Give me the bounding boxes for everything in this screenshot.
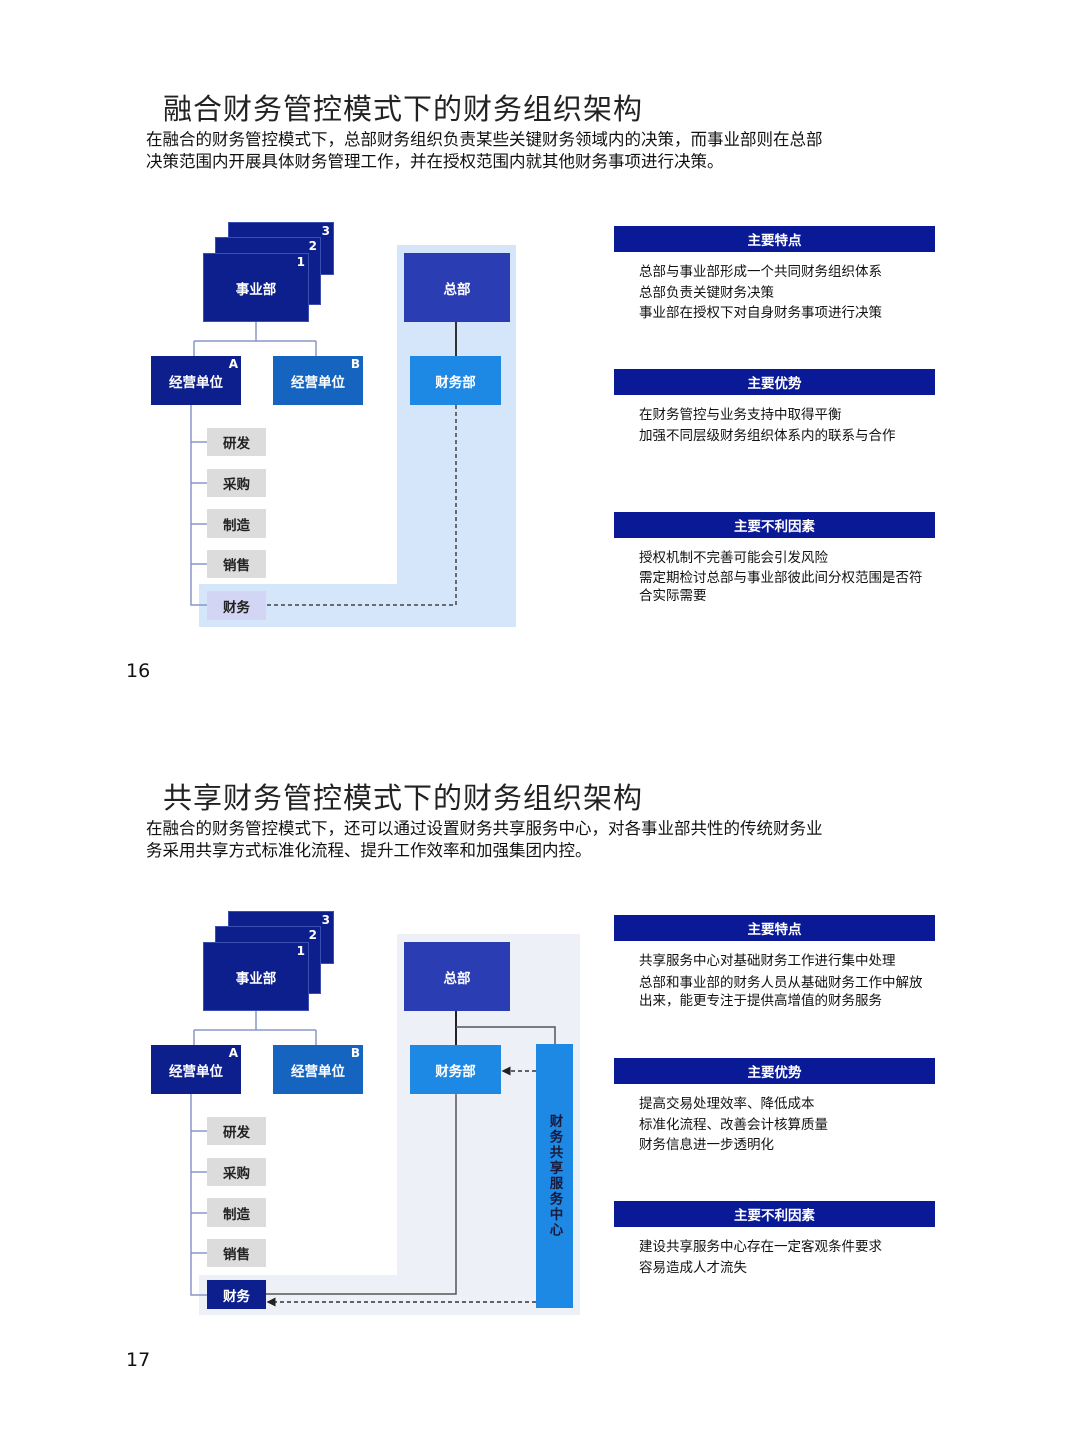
unit-tag: A — [228, 1046, 238, 1060]
panel-header-features: 主要特点 — [614, 226, 935, 252]
panel-line: 授权机制不完善可能会引发风险 — [639, 550, 828, 566]
finance-dept-label: 财务部 — [435, 1063, 476, 1080]
unit-b: B 经营单位 — [273, 356, 363, 405]
unit-tag: B — [350, 357, 360, 371]
panel-header-advantages: 主要优势 — [614, 1058, 935, 1084]
panel-features: 共享服务中心对基础财务工作进行集中处理 总部和事业部的财务人员从基础财务工作中解… — [639, 951, 924, 1010]
panel-line: 总部负责关键财务决策 — [639, 284, 774, 301]
panel-line: 标准化流程、改善会计核算质量 — [639, 1116, 828, 1133]
function-procurement: 采购 — [207, 469, 266, 497]
card-number: 1 — [296, 255, 305, 269]
panel-line: 加强不同层级财务组织体系内的联系与合作 — [639, 427, 896, 444]
unit-label: 经营单位 — [291, 374, 345, 391]
panel-line: 提高交易处理效率、降低成本 — [639, 1096, 815, 1112]
panel-advantages: 提高交易处理效率、降低成本 标准化流程、改善会计核算质量 财务信息进一步透明化 — [639, 1094, 924, 1156]
page-number: 17 — [126, 1349, 151, 1371]
slide-17: 共享财务管控模式下的财务组织架构 在融合的财务管控模式下，还可以通过设置财务共享… — [0, 689, 1080, 1378]
panel-line: 建设共享服务中心存在一定客观条件要求 — [639, 1239, 882, 1255]
division-label: 事业部 — [235, 281, 277, 298]
shared-center-label: 财务共享服务中心 — [546, 1114, 563, 1238]
hq-label: 总部 — [443, 970, 471, 987]
unit-tag: A — [228, 357, 238, 371]
function-sales: 销售 — [207, 1239, 266, 1267]
unit-tag: B — [350, 1046, 360, 1060]
panel-advantages: 在财务管控与业务支持中取得平衡 加强不同层级财务组织体系内的联系与合作 — [639, 405, 924, 446]
function-rd: 研发 — [207, 428, 266, 456]
shared-service-center: 财务共享服务中心 — [536, 1044, 573, 1308]
unit-b: B 经营单位 — [273, 1045, 363, 1094]
card-number: 2 — [308, 239, 317, 253]
function-procurement: 采购 — [207, 1158, 266, 1186]
hq-label: 总部 — [443, 281, 471, 298]
panel-disadvantages: 授权机制不完善可能会引发风险 需定期检讨总部与事业部彼此间分权范围是否符合实际需… — [639, 548, 924, 605]
card-number: 3 — [321, 224, 330, 238]
slide-title: 融合财务管控模式下的财务组织架构 — [163, 92, 644, 126]
unit-label: 经营单位 — [169, 374, 223, 391]
panel-line: 容易造成人才流失 — [639, 1259, 747, 1276]
description-line: 决策范围内开展具体财务管理工作，并在授权范围内就其他财务事项进行决策。 — [146, 152, 724, 171]
function-finance: 财务 — [207, 1280, 266, 1309]
slide-description: 在融合的财务管控模式下，总部财务组织负责某些关键财务领域内的决策，而事业部则在总… — [146, 129, 946, 173]
finance-dept-label: 财务部 — [435, 374, 476, 391]
panel-line: 共享服务中心对基础财务工作进行集中处理 — [639, 953, 896, 969]
description-line: 在融合的财务管控模式下，总部财务组织负责某些关键财务领域内的决策，而事业部则在总… — [146, 130, 823, 149]
panel-line: 事业部在授权下对自身财务事项进行决策 — [639, 305, 882, 321]
hq-box: 总部 — [404, 253, 510, 322]
hq-box: 总部 — [404, 942, 510, 1011]
finance-dept-box: 财务部 — [410, 1045, 501, 1094]
card-number: 1 — [296, 944, 305, 958]
slide-title: 共享财务管控模式下的财务组织架构 — [163, 781, 644, 815]
division-card-1: 1 事业部 — [203, 253, 309, 322]
panel-line: 需定期检讨总部与事业部彼此间分权范围是否符合实际需要 — [639, 569, 923, 604]
panel-header-advantages: 主要优势 — [614, 369, 935, 395]
description-line: 在融合的财务管控模式下，还可以通过设置财务共享服务中心，对各事业部共性的传统财务… — [146, 819, 823, 838]
panel-features: 总部与事业部形成一个共同财务组织体系 总部负责关键财务决策 事业部在授权下对自身… — [639, 262, 924, 324]
unit-a: A 经营单位 — [151, 356, 241, 405]
connector-lines — [190, 322, 457, 606]
card-number: 2 — [308, 928, 317, 942]
unit-a: A 经营单位 — [151, 1045, 241, 1094]
card-number: 3 — [321, 913, 330, 927]
unit-label: 经营单位 — [169, 1063, 223, 1080]
function-finance: 财务 — [207, 591, 266, 620]
division-label: 事业部 — [235, 970, 277, 987]
panel-line: 总部与事业部形成一个共同财务组织体系 — [639, 264, 882, 280]
panel-line: 财务信息进一步透明化 — [639, 1137, 774, 1153]
function-manufacturing: 制造 — [207, 509, 266, 538]
division-card-1: 1 事业部 — [203, 942, 309, 1011]
description-line: 务采用共享方式标准化流程、提升工作效率和加强集团内控。 — [146, 841, 592, 860]
unit-label: 经营单位 — [291, 1063, 345, 1080]
connector-lines — [190, 1011, 556, 1307]
page-number: 16 — [126, 660, 151, 682]
panel-header-features: 主要特点 — [614, 915, 935, 941]
panel-header-disadvantages: 主要不利因素 — [614, 1201, 935, 1227]
panel-line: 在财务管控与业务支持中取得平衡 — [639, 407, 842, 423]
function-manufacturing: 制造 — [207, 1198, 266, 1227]
finance-dept-box: 财务部 — [410, 356, 501, 405]
panel-disadvantages: 建设共享服务中心存在一定客观条件要求 容易造成人才流失 — [639, 1237, 924, 1278]
function-rd: 研发 — [207, 1117, 266, 1145]
panel-line: 总部和事业部的财务人员从基础财务工作中解放出来，能更专注于提供高增值的财务服务 — [639, 974, 923, 1009]
function-sales: 销售 — [207, 550, 266, 578]
slide-16: 融合财务管控模式下的财务组织架构 在融合的财务管控模式下，总部财务组织负责某些关… — [0, 0, 1080, 689]
slide-description: 在融合的财务管控模式下，还可以通过设置财务共享服务中心，对各事业部共性的传统财务… — [146, 818, 946, 862]
panel-header-disadvantages: 主要不利因素 — [614, 512, 935, 538]
